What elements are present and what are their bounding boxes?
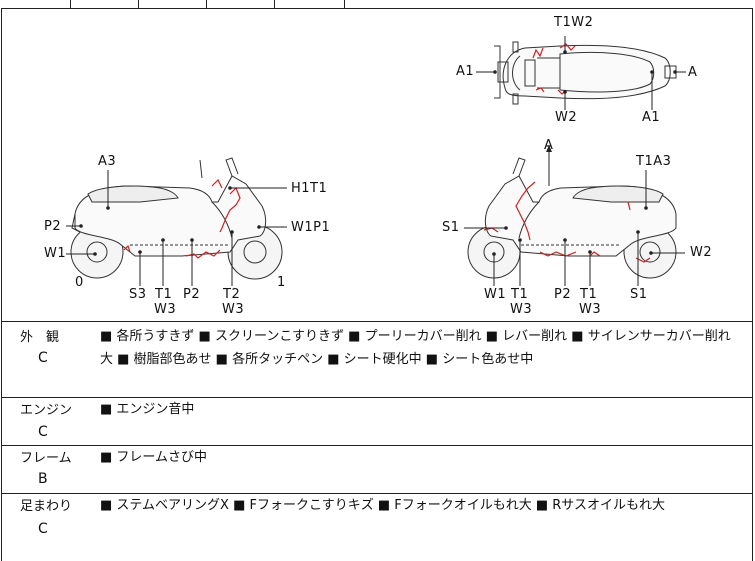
inspection-sheet-frame [1, 8, 753, 561]
right-side-leaders [464, 150, 685, 286]
section-title: エンジン [20, 403, 73, 418]
label-s3: S3 [129, 287, 147, 302]
left-side-leaders [66, 170, 287, 286]
grade-badge: C [38, 350, 48, 366]
strip-cell [0, 0, 71, 8]
label-w3-b: W3 [222, 302, 245, 317]
strip-cell [138, 0, 207, 8]
label-w1-right: W1 [484, 287, 507, 302]
label-w2: W2 [555, 110, 578, 125]
divider [1, 397, 753, 398]
label-w3-b-right: W3 [579, 302, 602, 317]
label-a3: A3 [98, 154, 117, 169]
label-t1w2: T1W2 [554, 15, 594, 30]
section-text-line: ■ エンジン音中 [100, 402, 195, 417]
label-a1-left: A1 [456, 64, 475, 79]
label-p2-right: P2 [554, 287, 572, 302]
damage-diagram [66, 36, 686, 286]
grade-badge: B [38, 471, 48, 487]
label-a: A [544, 138, 554, 153]
top-view-scooter [494, 41, 677, 105]
label-w3-a: W3 [510, 302, 533, 317]
label-one: 1 [277, 275, 286, 290]
strip-cell [274, 0, 345, 8]
label-t1-a: T1 [511, 287, 529, 302]
top-view-leaders [476, 36, 686, 110]
right-side-scooter [467, 157, 677, 279]
grade-badge: C [38, 521, 48, 537]
label-w3: W3 [154, 302, 177, 317]
label-t1-b: T1 [580, 287, 598, 302]
section-text-line: ■ 各所うすきず ■ スクリーンこすりきず ■ プーリーカバー削れ ■ レバー削… [100, 329, 731, 344]
section-text-line: ■ フレームさび中 [100, 450, 208, 465]
label-t1a3: T1A3 [636, 154, 672, 169]
label-t2: T2 [223, 287, 241, 302]
label-p2-bottom: P2 [183, 287, 201, 302]
section-text-line: ■ ステムベアリングX ■ Fフォークこすりキズ ■ Fフォークオイルもれ大 ■… [100, 498, 666, 513]
label-s1-left: S1 [442, 220, 460, 235]
left-side-damage [123, 178, 241, 259]
label-p2-left: P2 [44, 219, 62, 234]
label-s1-bottom: S1 [630, 287, 648, 302]
strip-cell [70, 0, 139, 8]
label-a-right: A [688, 65, 698, 80]
strip-cell [206, 0, 275, 8]
section-title: 足まわり [20, 499, 73, 514]
label-t1: T1 [155, 287, 173, 302]
label-w2-right: W2 [690, 245, 713, 260]
label-h1t1: H1T1 [291, 181, 328, 196]
previous-row-strip [0, 0, 755, 8]
divider [1, 321, 753, 322]
label-w1p1: W1P1 [291, 220, 331, 235]
divider [1, 493, 753, 494]
section-title: フレーム [20, 451, 72, 466]
grade-badge: C [38, 424, 48, 440]
label-a1-bottom: A1 [642, 110, 661, 125]
label-zero: 0 [75, 275, 84, 290]
section-text-line: 大 ■ 樹脂部色あせ ■ 各所タッチペン ■ シート硬化中 ■ シート色あせ中 [100, 352, 534, 367]
section-title: 外 観 [20, 330, 60, 345]
label-w1: W1 [44, 246, 67, 261]
left-side-scooter [70, 157, 283, 280]
divider [1, 445, 753, 446]
